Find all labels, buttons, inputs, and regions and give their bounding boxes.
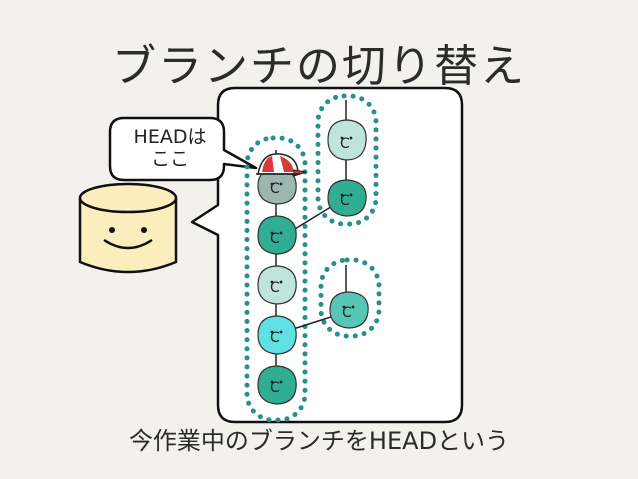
svg-text:C: C bbox=[340, 136, 350, 152]
svg-text:C: C bbox=[270, 280, 280, 296]
head-callout-bubble bbox=[108, 116, 258, 182]
commit-node: C bbox=[327, 179, 367, 217]
head-callout-text: HEADは ここ bbox=[118, 126, 222, 170]
branch-outline-main bbox=[244, 135, 308, 423]
svg-text:C: C bbox=[340, 193, 350, 209]
speech-bubble bbox=[190, 86, 464, 424]
svg-text:C: C bbox=[342, 305, 352, 321]
svg-text:C: C bbox=[270, 330, 280, 346]
head-callout-line1: HEADは bbox=[133, 126, 207, 148]
svg-text:C: C bbox=[270, 181, 280, 197]
commit-node: C bbox=[257, 265, 297, 305]
branch-outline-top-right bbox=[315, 93, 379, 227]
commit-node: C bbox=[257, 365, 297, 405]
slide-title: ブランチの切り替え bbox=[112, 41, 526, 92]
svg-text:C: C bbox=[270, 231, 280, 247]
slide-caption: 今作業中のブランチをHEADという bbox=[128, 427, 510, 455]
commit-node: C bbox=[257, 315, 297, 355]
branch-outlines bbox=[244, 93, 382, 423]
svg-text:C: C bbox=[270, 380, 280, 396]
head-callout-line2: ここ bbox=[150, 148, 189, 170]
commit-node: C bbox=[329, 291, 369, 329]
commit-node: C bbox=[257, 215, 297, 255]
red-cap-icon bbox=[256, 153, 307, 177]
commit-node: C bbox=[327, 119, 367, 161]
smiling-cylinder-icon bbox=[78, 182, 178, 274]
